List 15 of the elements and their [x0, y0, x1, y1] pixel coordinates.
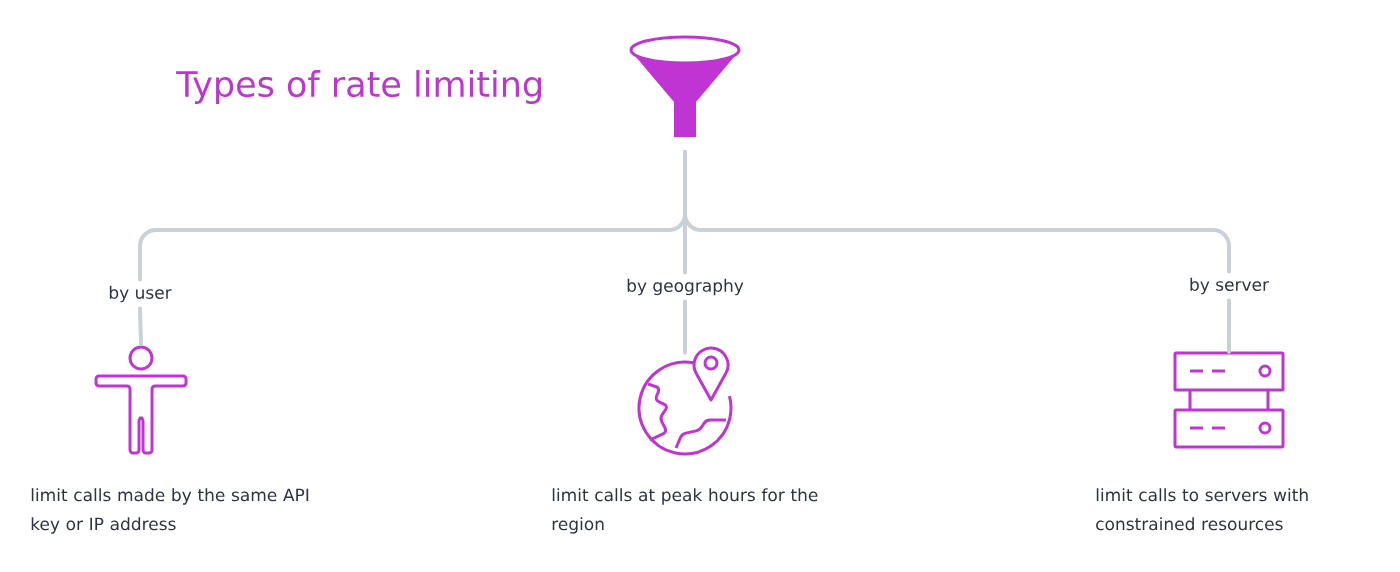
- category-label: by user: [109, 285, 172, 303]
- globe-pin-icon: [637, 346, 733, 456]
- connector-line: [1227, 298, 1231, 354]
- connector-line: [683, 150, 1231, 274]
- category-label: by geography: [627, 278, 744, 296]
- connector-line: [683, 299, 687, 355]
- title: Types of rate limiting: [176, 70, 541, 104]
- connector-line: [138, 306, 143, 346]
- server-icon: [1173, 351, 1285, 449]
- funnel-icon: [629, 35, 741, 137]
- description-text: limit calls to servers with constrained resources: [1096, 488, 1308, 531]
- category-label: by server: [1190, 277, 1270, 295]
- description-text: limit calls at peak hours for the region: [552, 488, 818, 534]
- person-icon: [94, 345, 188, 455]
- description-text: limit calls made by the same API key or IP address: [31, 488, 309, 534]
